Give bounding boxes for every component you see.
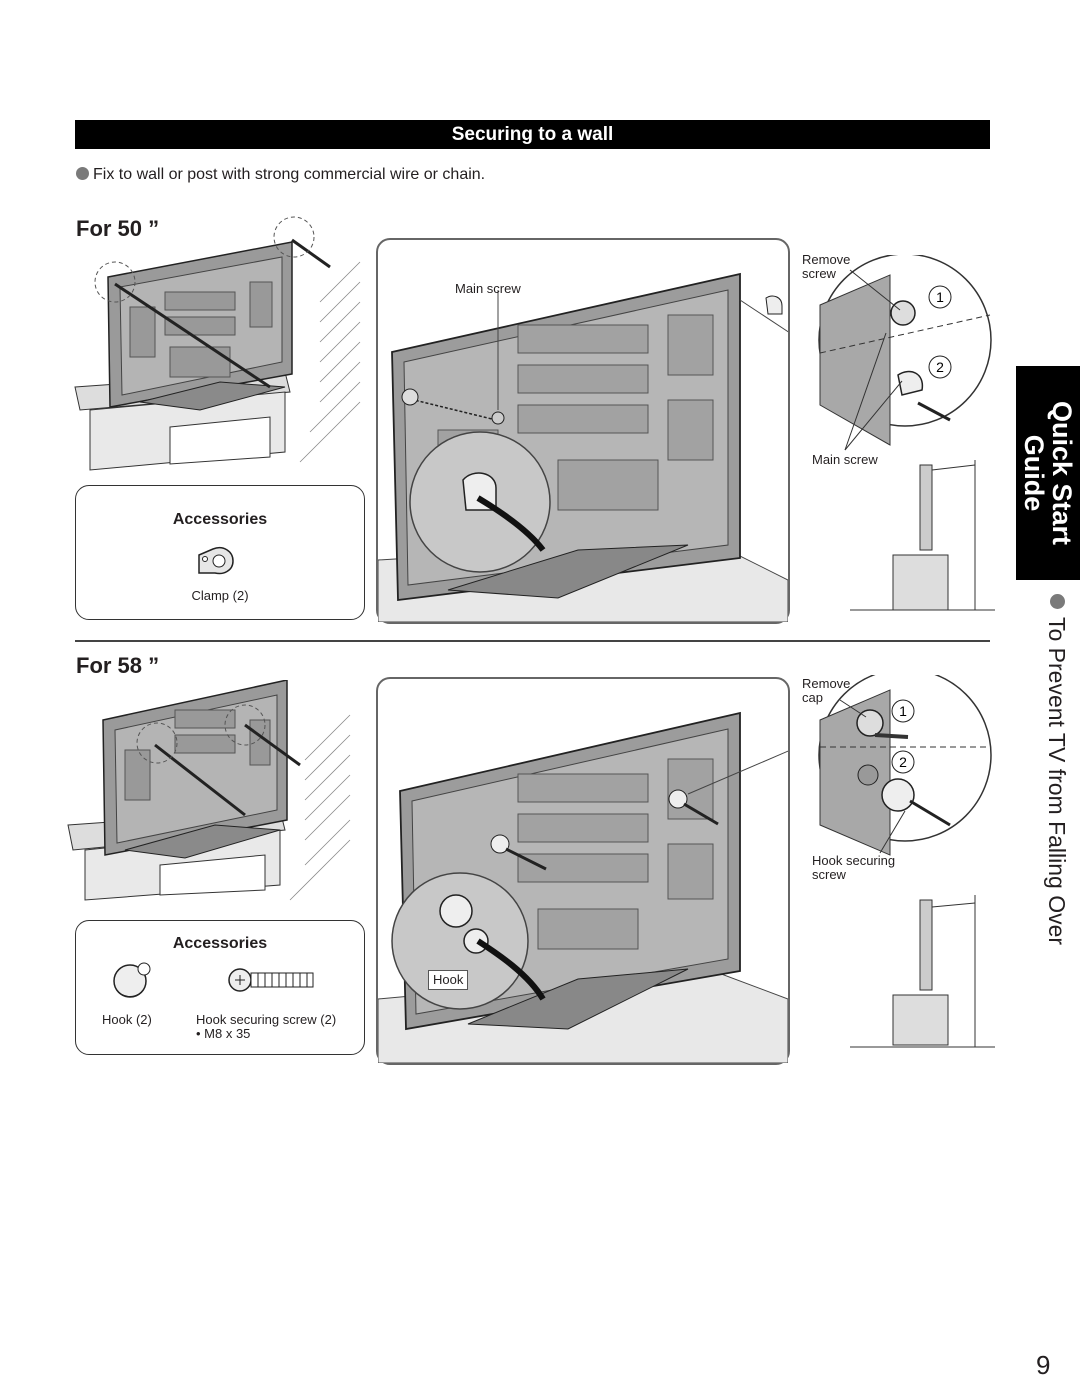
tv-58-on-stand-illustration bbox=[67, 680, 351, 901]
instruction-line: Fix to wall or post with strong commerci… bbox=[76, 166, 485, 184]
side-view-58 bbox=[850, 895, 995, 1048]
accessories-box-50: Accessories Clamp (2) bbox=[75, 485, 365, 620]
quick-start-guide-label: Quick Start Guide bbox=[1019, 400, 1077, 546]
section-title: Securing to a wall bbox=[75, 120, 990, 149]
remove-screw-callout: Remove screw bbox=[802, 252, 851, 281]
side-subtitle: To Prevent TV from Falling Over bbox=[1044, 617, 1070, 946]
step-1-58: 1 bbox=[899, 703, 907, 719]
section-divider bbox=[75, 640, 990, 642]
hook-icon bbox=[113, 962, 151, 998]
step-1-50: 1 bbox=[936, 289, 944, 305]
accessories-box-58: Accessories Hook (2) Hook securing screw… bbox=[75, 920, 365, 1055]
tv-58-main-panel: Hook bbox=[376, 677, 790, 1065]
accessories-title: Accessories bbox=[172, 511, 268, 528]
for-58-heading: For 58 ” bbox=[76, 653, 160, 678]
hook-securing-screw-callout: Hook securing screw bbox=[812, 853, 896, 882]
bullet-icon bbox=[1050, 594, 1065, 609]
bullet-icon bbox=[76, 167, 89, 180]
hook-screw-size: • M8 x 35 bbox=[196, 1026, 251, 1041]
main-screw-callout-detail: Main screw bbox=[812, 452, 878, 467]
hook-label: Hook (2) bbox=[102, 1012, 152, 1027]
main-screw-callout: Main screw bbox=[455, 281, 521, 296]
hook-screw-icon bbox=[228, 968, 314, 992]
page-number: 9 bbox=[1036, 1350, 1051, 1380]
tv-50-main-panel bbox=[376, 238, 790, 624]
tv-58-detail-illustration: 1 2 bbox=[818, 675, 995, 1048]
remove-cap-callout: Remove cap bbox=[802, 676, 851, 705]
side-section-title: To Prevent TV from Falling Over bbox=[1030, 594, 1070, 974]
clamp-icon bbox=[198, 547, 234, 575]
tv-50-on-stand-illustration bbox=[74, 216, 361, 471]
clamp-label: Clamp (2) bbox=[191, 588, 249, 603]
tv-58-back-illustration bbox=[378, 711, 788, 1063]
for-50-heading: For 50 ” bbox=[76, 216, 160, 241]
instruction-text: Fix to wall or post with strong commerci… bbox=[93, 166, 486, 183]
accessories-title-58: Accessories bbox=[172, 935, 268, 952]
hook-screw-label: Hook securing screw (2) bbox=[196, 1012, 337, 1027]
hook-callout: Hook bbox=[428, 970, 469, 990]
step-2-58: 2 bbox=[899, 754, 907, 770]
quick-start-guide-tab: Quick Start Guide bbox=[1016, 366, 1080, 580]
step-2-50: 2 bbox=[936, 359, 944, 375]
tv-50-back-illustration bbox=[378, 272, 788, 622]
tv-50-detail-illustration: 1 2 bbox=[818, 255, 995, 611]
side-view-50 bbox=[850, 460, 995, 611]
